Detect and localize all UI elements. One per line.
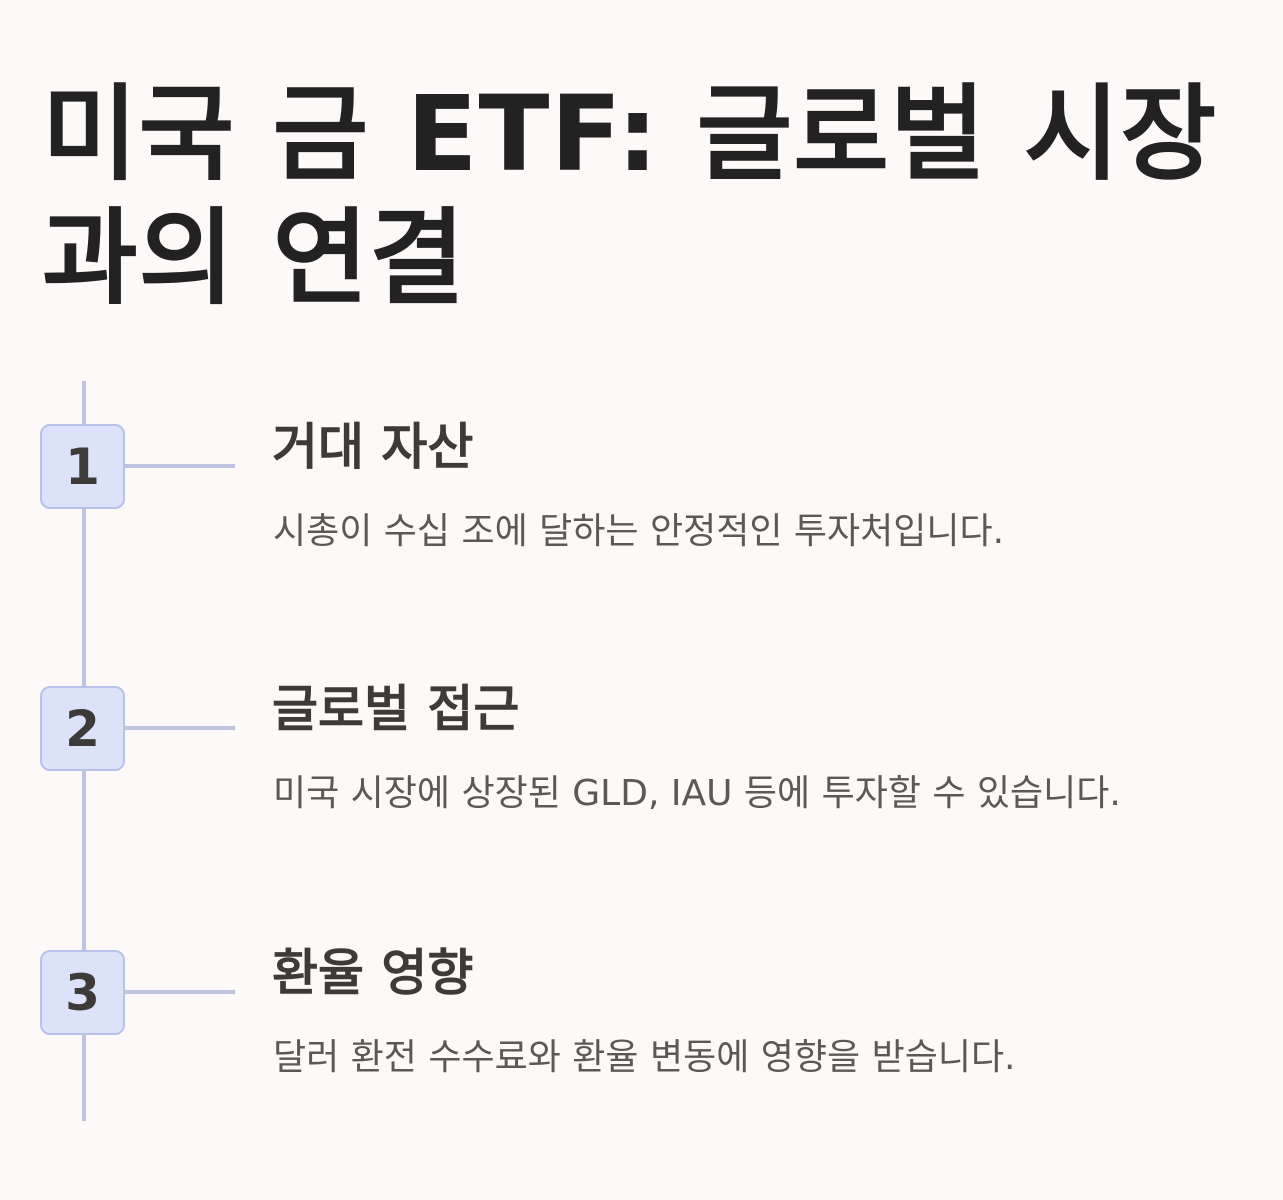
step-number-badge: 2 [40,686,125,771]
step-heading: 환율 영향 [272,944,474,1002]
page-title: 미국 금 ETF: 글로벌 시장과의 연결 [42,73,1218,319]
step-description: 미국 시장에 상장된 GLD, IAU 등에 투자할 수 있습니다. [273,773,1121,814]
timeline-step-3: 3 환율 영향 달러 환전 수수료와 환율 변동에 영향을 받습니다. [0,0,1283,1078]
timeline-step-1: 1 거대 자산 시총이 수십 조에 달하는 안정적인 투자처입니다. [0,0,1283,552]
step-description: 시총이 수십 조에 달하는 안정적인 투자처입니다. [273,511,1005,552]
step-connector [125,726,235,730]
step-number-badge: 3 [40,950,125,1035]
step-heading: 거대 자산 [272,418,474,476]
step-heading: 글로벌 접근 [272,680,520,738]
timeline-step-2: 2 글로벌 접근 미국 시장에 상장된 GLD, IAU 등에 투자할 수 있습… [0,0,1283,814]
step-number-badge: 1 [40,424,125,509]
step-connector [125,990,235,994]
step-connector [125,464,235,468]
step-description: 달러 환전 수수료와 환율 변동에 영향을 받습니다. [273,1037,1016,1078]
